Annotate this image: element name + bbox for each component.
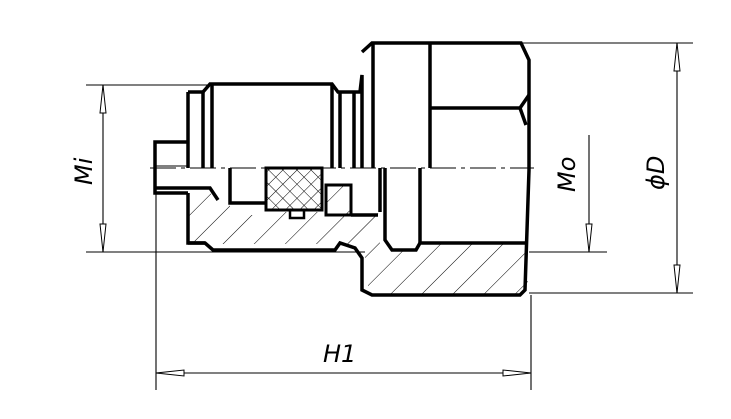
section-hatching xyxy=(188,188,528,295)
dimension-phi-d xyxy=(521,42,693,294)
label-mo: Mo xyxy=(553,157,581,192)
label-mi: Mi xyxy=(70,157,98,185)
dimension-mi xyxy=(86,84,365,253)
washer xyxy=(324,183,353,217)
dimension-h1 xyxy=(155,193,532,390)
seal-ring xyxy=(264,166,324,212)
fitting-outline xyxy=(153,41,531,297)
dimension-mo xyxy=(529,135,607,253)
label-phi-d: ϕD xyxy=(642,156,670,190)
label-h1: H1 xyxy=(323,340,356,368)
